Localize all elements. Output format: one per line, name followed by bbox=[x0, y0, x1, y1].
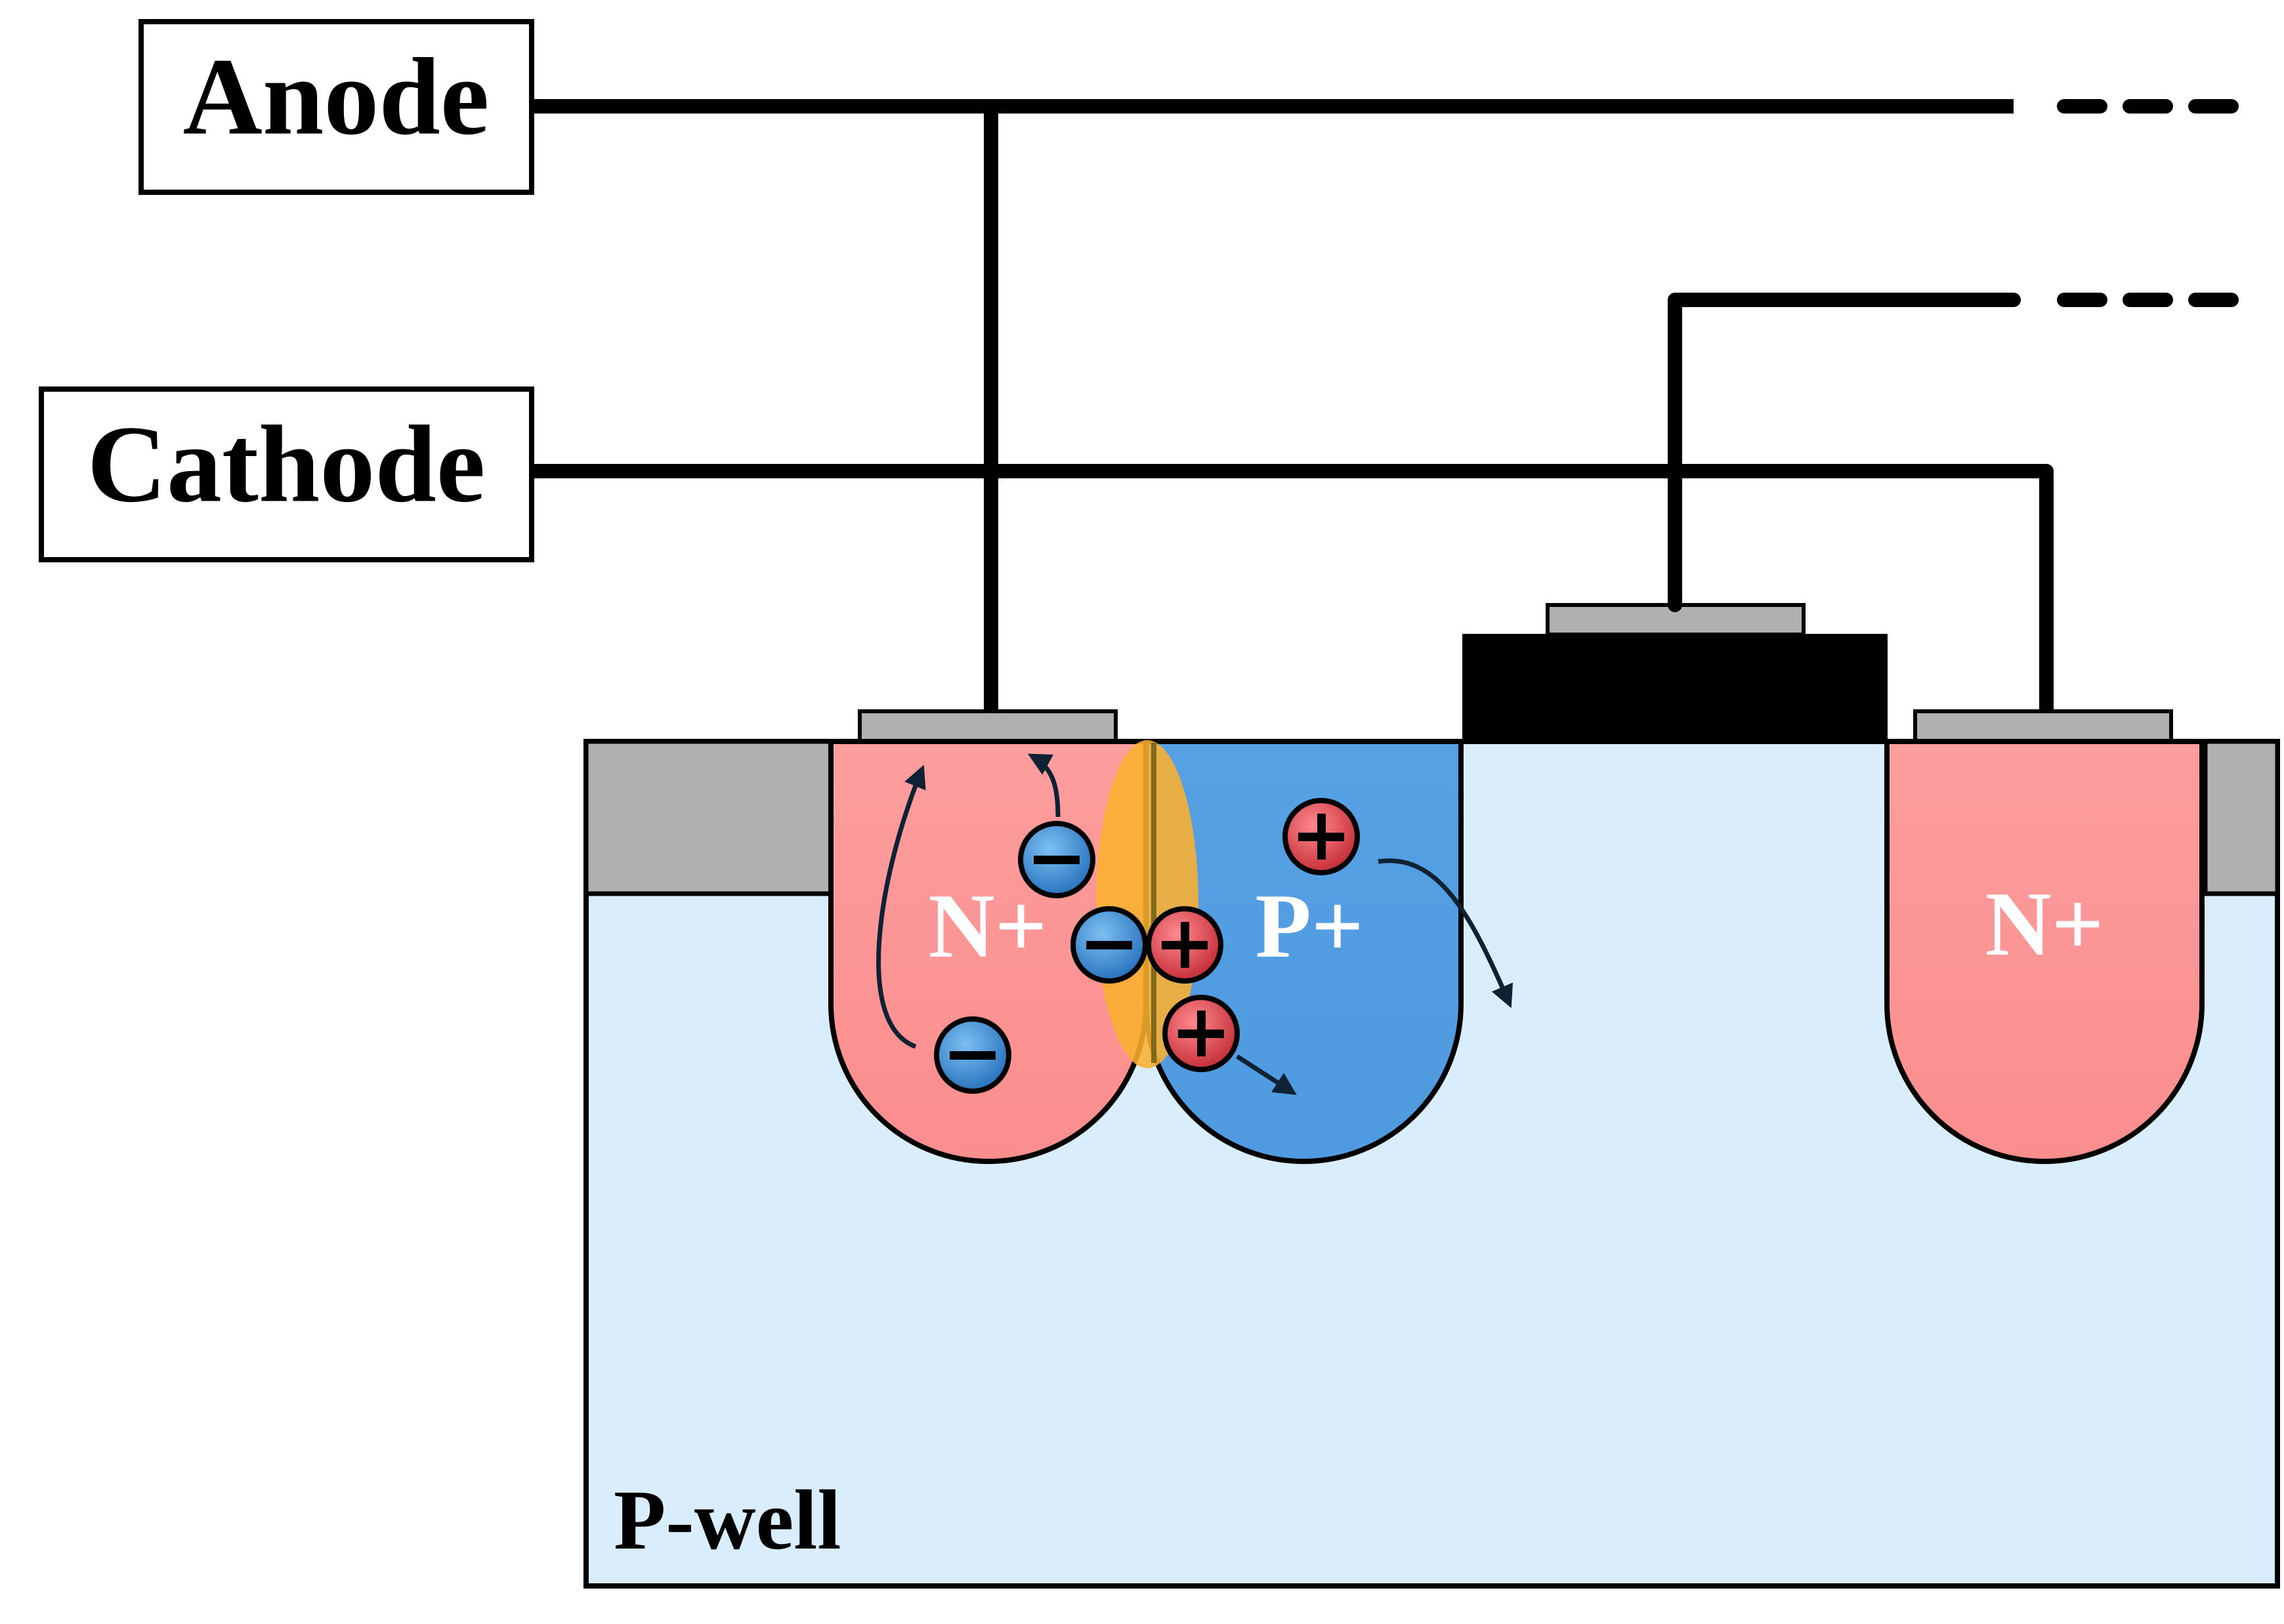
right-n-plus-contact bbox=[1913, 709, 2173, 743]
anode-label: Anode bbox=[183, 36, 490, 158]
depletion-region bbox=[1096, 740, 1198, 1068]
cathode-wire bbox=[532, 464, 2054, 711]
carrier-arrows bbox=[876, 753, 1513, 1095]
electron-carrier-3 bbox=[934, 1016, 1011, 1094]
wiring bbox=[532, 99, 2265, 711]
electron-arrow-short bbox=[1027, 753, 1061, 818]
p-plus-label: P+ bbox=[1255, 875, 1363, 977]
hole-carrier-2 bbox=[1282, 798, 1360, 875]
left-n-plus-label: N+ bbox=[929, 875, 1047, 977]
p-well-label: P-well bbox=[614, 1473, 841, 1568]
electron-carrier-2 bbox=[1070, 906, 1148, 984]
anode-label-box bbox=[138, 19, 534, 195]
isolation-left bbox=[583, 739, 835, 896]
hole-arrow-right bbox=[1378, 858, 1513, 1009]
electron-carrier-1 bbox=[1018, 821, 1095, 898]
right-n-plus-label: N+ bbox=[1985, 873, 2104, 975]
hole-carrier-3 bbox=[1162, 995, 1240, 1072]
left-n-plus-contact bbox=[858, 709, 1118, 743]
cathode-label: Cathode bbox=[87, 404, 486, 526]
right-n-plus-region bbox=[1884, 739, 2205, 1164]
cathode-label-box bbox=[39, 386, 534, 562]
electron-arrow-long bbox=[876, 764, 926, 1049]
gate-electrode bbox=[1462, 634, 1888, 739]
hole-carrier-1 bbox=[1146, 906, 1223, 984]
isolation-right bbox=[2203, 739, 2280, 896]
hole-arrow-lower bbox=[1236, 1054, 1297, 1095]
gate-wire bbox=[1668, 293, 2021, 612]
